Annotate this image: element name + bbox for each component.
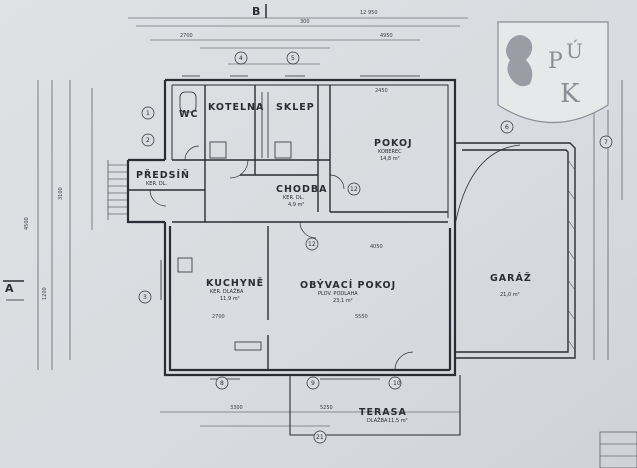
room-area-chodba: 4,9 m² [288, 202, 304, 208]
dimension-label: 3300 [230, 405, 243, 411]
room-name-wc: WC [179, 109, 198, 120]
dimension-label: 300 [300, 19, 310, 25]
room-name-garaz: GARÁŽ [490, 272, 532, 284]
room-area-terasa: 11,5 m² [388, 418, 408, 424]
title-block [599, 431, 637, 468]
grid-mark: 8 [220, 380, 224, 387]
stamp-letter: K [560, 79, 580, 109]
dimension-label: 4050 [370, 244, 383, 250]
stamp-logo: P Ú K [497, 21, 609, 124]
room-area-garaz: 21,0 m² [500, 292, 520, 298]
room-area-obyvaci-pokoj: 23,1 m² [333, 298, 353, 304]
room-floor-kuchyne: KER. DLAŽBA [210, 287, 244, 295]
room-name-chodba: CHODBA [276, 184, 327, 195]
dimension-label: 1200 [42, 287, 48, 300]
grid-mark: 7 [604, 139, 608, 146]
fixtures [177, 91, 292, 351]
room-area-kuchyne: 11,9 m² [220, 296, 240, 302]
garage-walls [455, 142, 576, 359]
grid-mark: 1 [146, 110, 150, 117]
top-dimension-lines [128, 17, 468, 65]
overall-width-dimension: 12 950 [360, 10, 378, 16]
room-name-predsin: PŘEDSÍŇ [136, 169, 190, 181]
grid-mark: 9 [311, 380, 315, 387]
garage-wall-hatch [567, 159, 576, 351]
room-name-kotelna: KOTELNA [208, 102, 264, 113]
grid-mark: 3 [143, 294, 147, 301]
grid-mark: 12 [308, 241, 316, 248]
room-name-sklep: SKLEP [276, 102, 315, 113]
dimension-label: 3100 [58, 187, 64, 200]
room-area-pokoj: 14,8 m² [380, 156, 400, 162]
room-floor-pokoj: KOBEREC [378, 149, 402, 155]
dimension-label: 2700 [180, 33, 193, 39]
right-dimension-lines [593, 80, 623, 360]
grid-mark: 6 [505, 124, 509, 131]
left-dimension-lines [37, 80, 93, 370]
dimension-label: 4500 [24, 217, 30, 230]
section-mark-b: B [252, 5, 260, 18]
section-mark-a: A [5, 282, 14, 295]
room-floor-chodba: KER. DL. [283, 195, 305, 201]
room-name-obyvaci-pokoj: OBÝVACÍ POKOJ [300, 279, 396, 291]
dimension-label: 2450 [375, 88, 388, 94]
garage-door-arc [454, 144, 521, 226]
room-name-terasa: TERASA [359, 407, 407, 418]
terrace-outline [289, 375, 461, 436]
lion-emblem-icon [506, 35, 533, 87]
dimension-label: 4950 [380, 33, 393, 39]
grid-mark: 10 [393, 380, 401, 387]
grid-mark: 2 [146, 137, 150, 144]
grid-mark: 12 [350, 186, 358, 193]
room-name-kuchyne: KUCHYNĚ [206, 277, 264, 289]
exterior-wall-inner-line [171, 84, 449, 218]
grid-mark: 5 [291, 55, 295, 62]
exterior-walls [126, 78, 457, 377]
room-floor-obyvaci-pokoj: PLOV. PODLAHA [318, 291, 358, 297]
grid-axis-bubbles [138, 51, 613, 444]
room-name-pokoj: POKOJ [374, 138, 413, 149]
dimension-label: 5550 [355, 314, 368, 320]
dimension-label: 5250 [320, 405, 333, 411]
grid-mark: 4 [239, 55, 243, 62]
stamp-letter: P [548, 49, 563, 74]
interior-walls [128, 85, 448, 370]
bottom-dimension-lines [160, 411, 460, 427]
door-swings [149, 145, 414, 371]
entrance-steps [107, 160, 128, 220]
stamp-letter: Ú [566, 38, 583, 63]
window-openings [160, 75, 420, 380]
room-floor-predsin: KER. DL. [146, 181, 168, 187]
dimension-label: 2700 [212, 314, 225, 320]
room-floor-terasa: DLAŽBA [367, 416, 388, 424]
grid-mark: 21 [316, 434, 324, 441]
